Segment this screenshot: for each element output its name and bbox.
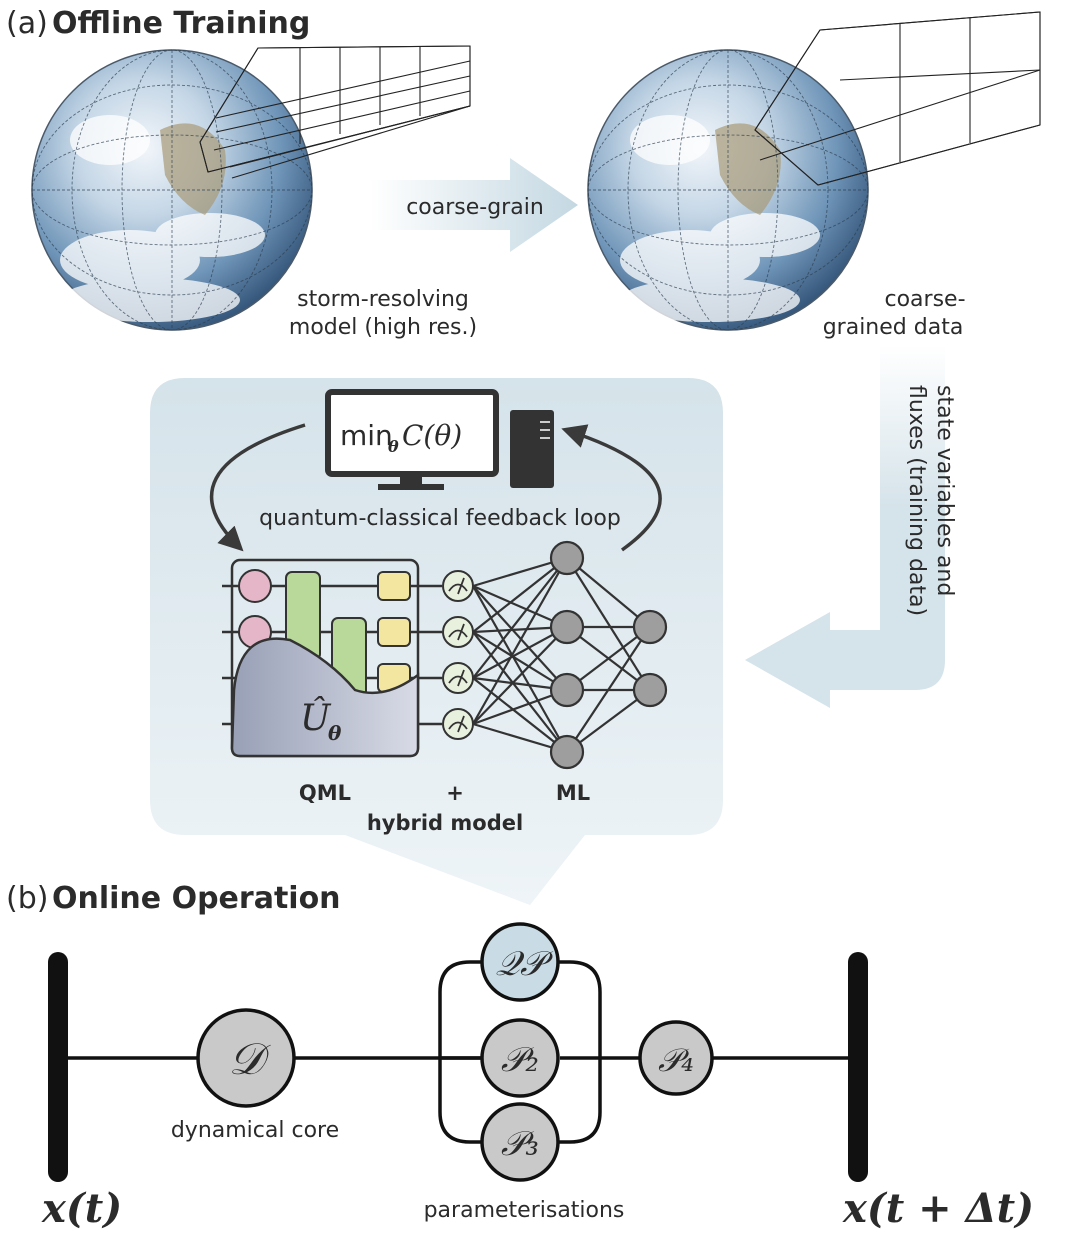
panel-b-title: Online Operation <box>52 881 341 916</box>
ml-label: ML <box>556 781 590 805</box>
node-param-3: 𝒫₃ <box>480 1102 560 1182</box>
time-bar-end <box>848 952 868 1182</box>
operation-connections <box>68 960 848 1144</box>
panel-a-heading: (a) Offline Training <box>6 6 310 41</box>
cost-subscript: θ <box>388 437 399 456</box>
panel-a-title: Offline Training <box>52 6 310 41</box>
monitor-icon: min θ C(θ) <box>325 389 499 490</box>
globe-high-res <box>31 49 313 331</box>
state-start-label: x(t) <box>41 1185 122 1232</box>
hybrid-model-panel <box>150 378 723 905</box>
training-data-label-2: fluxes (training data) <box>904 385 929 616</box>
coarse-grain-label: coarse-grain <box>406 195 544 220</box>
node-p4-label: 𝒫₄ <box>658 1041 694 1079</box>
coarse-label-2: grained data <box>823 315 964 340</box>
storm-resolving-label-1: storm-resolving <box>297 287 469 312</box>
feedback-loop-label: quantum-classical feedback loop <box>259 506 621 531</box>
cost-prefix: min <box>340 419 393 452</box>
zoom-box-high-res <box>199 45 471 179</box>
qml-label: QML <box>299 781 351 805</box>
measurement-meters <box>442 570 474 740</box>
hybrid-model-label: hybrid model <box>367 811 523 835</box>
unitary-subscript: θ <box>328 721 342 745</box>
training-data-arrow: state variables and fluxes (training dat… <box>745 345 957 708</box>
node-quantum-param: 𝒬𝒫 <box>480 922 560 1002</box>
panel-b-heading: (b) Online Operation <box>6 881 341 916</box>
state-end-label: x(t + Δt) <box>842 1185 1034 1232</box>
node-qp-label: 𝒬𝒫 <box>496 944 554 984</box>
unitary-label: Û <box>300 697 332 739</box>
node-p3-label: 𝒫₃ <box>501 1124 539 1164</box>
node-p2-label: 𝒫₂ <box>501 1040 539 1080</box>
globe-coarse <box>587 49 869 331</box>
node-param-2: 𝒫₂ <box>480 1018 560 1098</box>
cost-function: C(θ) <box>402 419 462 452</box>
loop-arrow-right <box>561 424 662 552</box>
storm-resolving-label-2: model (high res.) <box>289 315 477 340</box>
node-param-4: 𝒫₄ <box>638 1020 714 1096</box>
plus-label: + <box>446 781 464 805</box>
coarse-grain-arrow: coarse-grain <box>370 158 578 252</box>
time-bar-start <box>48 952 68 1182</box>
node-dynamical-core: 𝒟 <box>196 1008 296 1108</box>
loop-arrow-left <box>209 423 306 552</box>
coarse-label-1: coarse- <box>884 287 965 312</box>
quantum-circuit: Û θ <box>222 558 442 758</box>
parameterisations-label: parameterisations <box>424 1198 625 1223</box>
server-icon <box>510 410 554 488</box>
panel-a-letter: (a) <box>6 6 48 41</box>
dynamical-core-label: dynamical core <box>171 1118 339 1143</box>
zoom-box-coarse <box>754 11 1041 186</box>
panel-b-letter: (b) <box>6 881 48 916</box>
training-data-label-1: state variables and <box>932 385 957 596</box>
neural-network <box>472 540 668 770</box>
